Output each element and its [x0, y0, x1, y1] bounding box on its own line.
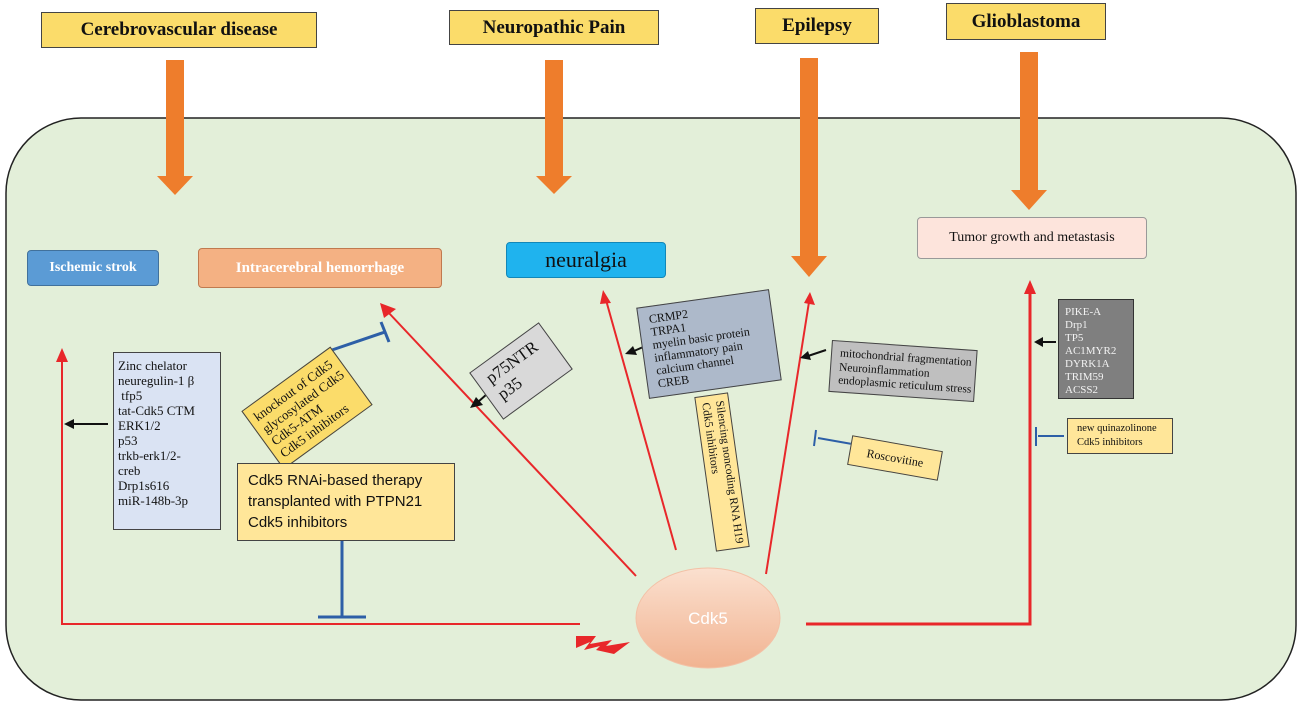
orange-arrow-epilepsy: [791, 58, 827, 277]
red-line-neuralgia: [600, 290, 677, 551]
list-item: ACSS2: [1065, 384, 1099, 396]
ischemic-factor-list: Zinc chelator neuregulin-1 β tfp5 tat-Cd…: [113, 352, 221, 530]
list-item: Cdk5 RNAi-based therapy: [248, 472, 423, 489]
list-item: miR-148b-3p: [118, 493, 189, 508]
black-arrow-ischemic: [64, 419, 108, 429]
outcome-intracerebral-hemorrhage[interactable]: Intracerebral hemorrhage: [198, 248, 442, 288]
list-item: p53: [118, 433, 138, 448]
list-item: transplanted with PTPN21: [248, 493, 423, 510]
glioblastoma-inhibitor-box: new quinazolinone Cdk5 inhibitors: [1067, 418, 1173, 454]
list-item: DYRK1A: [1065, 358, 1110, 370]
outcome-tumor-growth[interactable]: Tumor growth and metastasis: [917, 217, 1147, 259]
black-arrow-glioblastoma: [1034, 337, 1056, 347]
red-line-ischemic: [56, 348, 580, 625]
red-line-epilepsy: [765, 292, 815, 575]
outcome-ischemic-stroke[interactable]: Ischemic strok: [27, 250, 159, 286]
cdk5-ellipse[interactable]: [635, 567, 781, 669]
list-item: creb: [118, 463, 141, 478]
list-item: TP5: [1065, 332, 1084, 344]
list-item: AC1MYR2: [1065, 345, 1117, 357]
list-item: Zinc chelator: [118, 358, 187, 373]
neuralgia-factor-box: CRMP2 TRPA1 myelin basic protein inflamm…: [636, 289, 782, 399]
disease-neuropathic-pain[interactable]: Neuropathic Pain: [449, 10, 659, 45]
disease-cerebrovascular[interactable]: Cerebrovascular disease: [41, 12, 317, 48]
list-item: ERK1/2: [118, 418, 161, 433]
list-item: new quinazolinone: [1077, 423, 1157, 434]
disease-epilepsy[interactable]: Epilepsy: [755, 8, 879, 44]
list-item: trkb-erk1/2-: [118, 448, 181, 463]
orange-arrow-cerebrovascular: [157, 60, 193, 195]
list-item: neuregulin-1 β: [118, 373, 195, 388]
list-item: Cdk5 inhibitors: [1077, 437, 1143, 448]
red-line-tumor: [806, 280, 1036, 626]
inhibit-therapy: [318, 540, 366, 619]
therapy-box: Cdk5 RNAi-based therapy transplanted wit…: [237, 463, 455, 541]
inhibit-roscovitine: [813, 429, 853, 447]
list-item: tfp5: [118, 388, 143, 403]
list-item: Drp1: [1065, 319, 1088, 331]
orange-arrow-neuropathic: [536, 60, 572, 194]
glioblastoma-factor-box: PIKE-A Drp1 TP5 AC1MYR2 DYRK1A TRIM59 AC…: [1058, 299, 1134, 399]
list-item: tat-Cdk5 CTM: [118, 403, 195, 418]
red-line-ich: [380, 303, 637, 577]
inhibit-quinazolinone: [1035, 427, 1064, 446]
lightning-bolt-icon: [576, 636, 630, 654]
cdk5-label: Cdk5: [688, 609, 728, 628]
list-item: Drp1s616: [118, 478, 170, 493]
list-item: Cdk5 inhibitors: [248, 514, 348, 531]
list-item: TRIM59: [1065, 371, 1104, 383]
epilepsy-factor-box: mitochondrial fragmentation Neuroinflamm…: [828, 339, 978, 403]
black-arrow-epilepsy: [800, 349, 827, 360]
inhibit-ich: [331, 321, 391, 352]
list-item: PIKE-A: [1065, 306, 1102, 318]
outcome-neuralgia[interactable]: neuralgia: [506, 242, 666, 278]
orange-arrow-glioblastoma: [1011, 52, 1047, 210]
disease-glioblastoma[interactable]: Glioblastoma: [946, 3, 1106, 40]
